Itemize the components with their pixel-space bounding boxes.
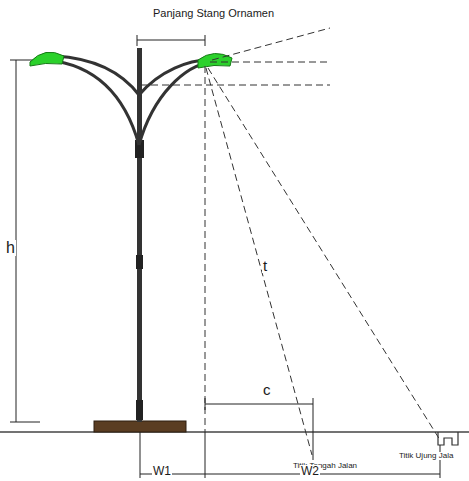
ground-line [0,431,469,433]
pole [135,48,144,422]
curb [438,432,458,445]
c-dimension [205,398,313,460]
width-dimensions [140,432,440,478]
ornamental-arms [48,56,212,145]
light-lines [140,28,440,455]
lamp-head [30,52,64,66]
road-edge-label: Titik Ujung Jala [398,452,454,460]
pole-base [94,421,186,432]
width-label: W1 [152,465,172,477]
arm-length-bracket [137,35,205,46]
height-label: h [5,240,16,256]
offset-label: c [262,382,272,397]
width-label: W2 [300,465,320,477]
arm-length-label: Panjang Stang Ornamen [152,8,275,19]
ray-length-label: t [262,258,268,273]
